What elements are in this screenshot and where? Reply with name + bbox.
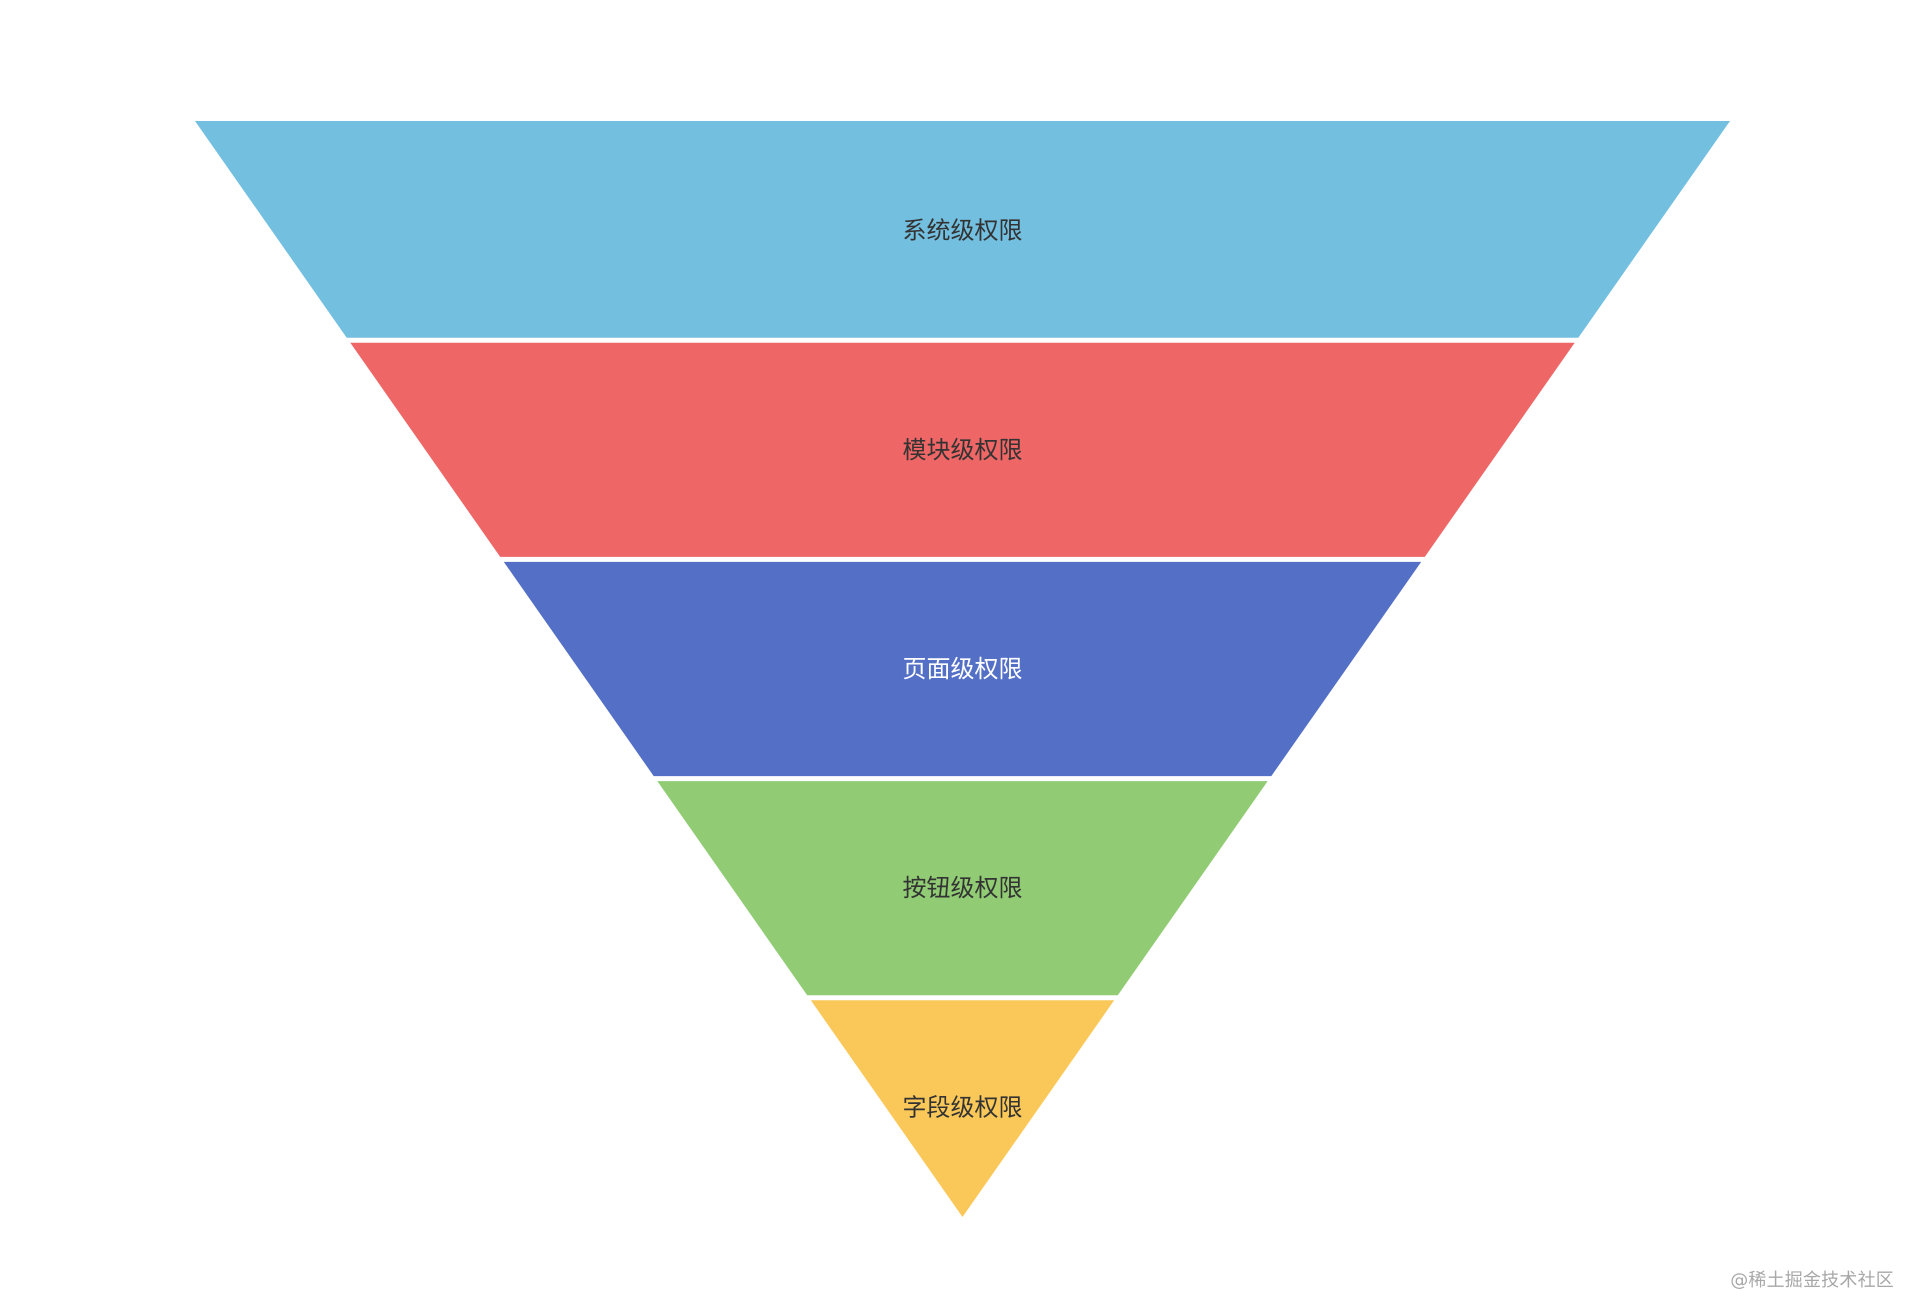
watermark-text: @稀土掘金技术社区: [1730, 1270, 1894, 1291]
funnel-segment-3[interactable]: [503, 561, 1422, 777]
funnel-segment-5[interactable]: [810, 1000, 1115, 1217]
funnel-segment-2[interactable]: [350, 342, 1575, 557]
funnel-label-5: 字段级权限: [903, 1093, 1023, 1121]
funnel-segment-1[interactable]: [195, 121, 1730, 338]
funnel-segment-4[interactable]: [657, 781, 1268, 996]
funnel-segments: [195, 121, 1730, 1217]
funnel-label-4: 按钮级权限: [903, 874, 1023, 902]
funnel-label-2: 模块级权限: [903, 436, 1023, 464]
funnel-label-3: 页面级权限: [903, 655, 1023, 683]
funnel-label-1: 系统级权限: [903, 217, 1023, 245]
